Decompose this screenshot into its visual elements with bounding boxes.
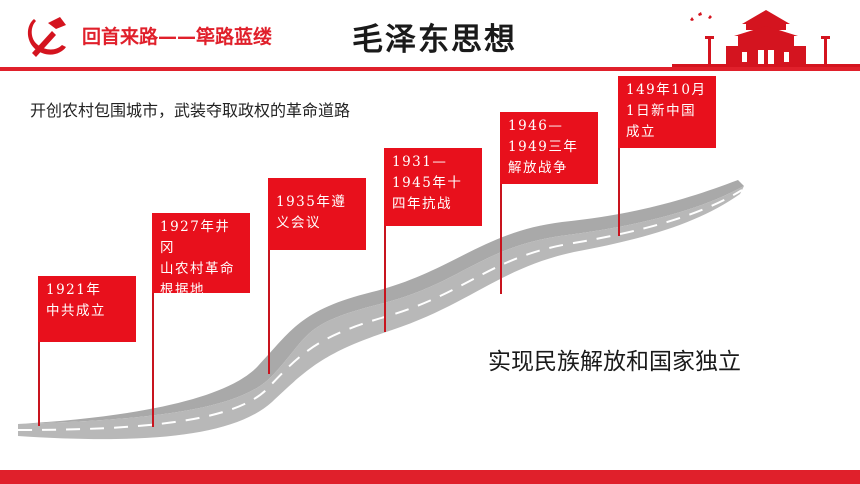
hammer-sickle-icon <box>27 17 66 57</box>
header: 回首来路——筚路蓝缕 毛泽东思想 <box>0 0 860 72</box>
header-rule <box>0 67 860 71</box>
milestone-flag: 1935年遵 义会议 <box>268 178 366 250</box>
milestone-flag: 149年10月 1日新中国 成立 <box>618 76 716 148</box>
flag-pole <box>500 112 502 294</box>
flag-pole <box>38 276 40 426</box>
milestone-flag: 1931— 1945年十 四年抗战 <box>384 148 482 226</box>
tiananmen-icon <box>672 10 860 68</box>
flag-pole <box>268 178 270 374</box>
section-label: 回首来路——筚路蓝缕 <box>82 26 273 48</box>
milestone-flag: 1927年井冈 山农村革命 根据地 <box>152 213 250 293</box>
page-title: 毛泽东思想 <box>352 22 517 58</box>
milestone-flag: 1946— 1949三年 解放战争 <box>500 112 598 184</box>
flag-pole <box>618 76 620 236</box>
slogan: 实现民族解放和国家独立 <box>488 349 741 375</box>
subtitle: 开创农村包围城市，武装夺取政权的革命道路 <box>30 101 351 120</box>
footer-bar <box>0 470 860 484</box>
milestone-flag: 1921年 中共成立 <box>38 276 136 342</box>
flag-pole <box>152 213 154 427</box>
flag-pole <box>384 148 386 332</box>
